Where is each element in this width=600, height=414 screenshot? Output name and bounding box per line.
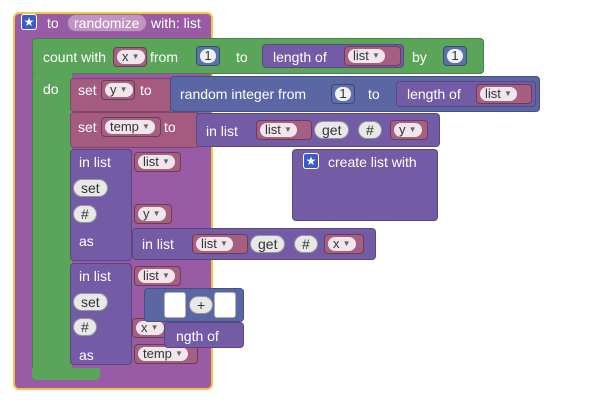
replace2-set-mode[interactable]: set: [73, 293, 108, 311]
replace1-list-dropdown[interactable]: list▼: [134, 152, 181, 172]
loop-bottom-bar: [32, 368, 100, 380]
to-label: to: [236, 49, 248, 65]
replace1-get-block[interactable]: [132, 228, 376, 260]
replace1-index-mode[interactable]: #: [73, 205, 97, 223]
set-y-to-label: to: [140, 82, 152, 98]
replace1-set-mode[interactable]: set: [73, 179, 108, 197]
list-get-index-dropdown[interactable]: y▼: [390, 120, 428, 140]
replace-block-1[interactable]: [70, 149, 132, 261]
replace2-length-of-label: ngth of: [176, 328, 219, 344]
count-with-block[interactable]: [32, 38, 484, 74]
dropdown-arrow-icon: ▼: [219, 239, 228, 248]
from-number-block[interactable]: 1: [196, 46, 220, 66]
procedure-params-label: with: list: [151, 15, 201, 31]
replace1-index-dropdown[interactable]: y▼: [134, 204, 172, 224]
replace1-get-mode[interactable]: get: [250, 235, 286, 253]
dropdown-arrow-icon: ▼: [161, 271, 170, 280]
replace2-as-label: as: [79, 347, 94, 363]
replace-block-2[interactable]: [70, 263, 132, 365]
by-label: by: [412, 49, 427, 65]
dropdown-arrow-icon: ▼: [141, 122, 150, 131]
dropdown-arrow-icon: ▼: [342, 239, 351, 248]
star-icon[interactable]: ★: [21, 14, 37, 30]
get-mode-dropdown[interactable]: get: [314, 121, 350, 139]
random-integer-label: random integer from: [180, 86, 307, 102]
random-to-label: to: [368, 86, 380, 102]
set-temp-var-dropdown[interactable]: temp▼: [101, 117, 161, 137]
list-get-list-dropdown[interactable]: list▼: [256, 120, 312, 140]
random-length-of-label: length of: [407, 86, 461, 102]
dropdown-arrow-icon: ▼: [119, 85, 128, 94]
index-mode-dropdown[interactable]: #: [358, 121, 382, 139]
procedure-to-label: to: [47, 15, 59, 31]
length-of-label: length of: [273, 49, 327, 65]
mutator-star-icon[interactable]: ★: [303, 153, 319, 169]
do-label: do: [43, 81, 59, 97]
loop-body-rail: [32, 73, 72, 379]
dropdown-arrow-icon: ▼: [161, 157, 170, 166]
list-get-in-list-label: in list: [206, 123, 238, 139]
set-temp-set-label: set: [78, 119, 97, 135]
length-list-dropdown[interactable]: list▼: [344, 46, 401, 66]
plus-operator-dropdown[interactable]: +: [189, 296, 214, 314]
replace1-as-label: as: [79, 233, 94, 249]
replace1-list2-dropdown[interactable]: list▼: [192, 234, 248, 254]
replace2-in-list-label: in list: [79, 268, 111, 284]
dropdown-arrow-icon: ▼: [503, 89, 512, 98]
dropdown-arrow-icon: ▼: [150, 323, 159, 332]
replace2-as-var-dropdown[interactable]: temp▼: [134, 344, 198, 364]
count-with-label: count with: [43, 49, 107, 65]
set-y-set-label: set: [78, 82, 97, 98]
replace2-list-dropdown[interactable]: list▼: [134, 266, 181, 286]
replace1-index2-dropdown[interactable]: x▼: [324, 234, 364, 254]
replace1-hash-mode[interactable]: #: [294, 235, 318, 253]
random-from-number[interactable]: 1: [331, 84, 355, 104]
dropdown-arrow-icon: ▼: [283, 125, 292, 134]
plus-left-slot[interactable]: [164, 292, 186, 318]
replace2-index-mode[interactable]: #: [73, 318, 97, 336]
dropdown-arrow-icon: ▼: [131, 52, 140, 61]
procedure-name-field[interactable]: randomize: [67, 14, 147, 32]
dropdown-arrow-icon: ▼: [408, 125, 417, 134]
create-list-label: create list with: [328, 154, 417, 170]
replace1-in-list-label: in list: [79, 154, 111, 170]
dropdown-arrow-icon: ▼: [152, 209, 161, 218]
plus-right-slot[interactable]: [214, 292, 236, 318]
loop-var-dropdown[interactable]: x▼: [113, 47, 147, 67]
from-label: from: [150, 49, 178, 65]
set-y-var-dropdown[interactable]: y▼: [101, 80, 135, 100]
dropdown-arrow-icon: ▼: [371, 51, 380, 60]
by-number-block[interactable]: 1: [443, 46, 467, 66]
dropdown-arrow-icon: ▼: [174, 349, 183, 358]
random-length-list-dropdown[interactable]: list▼: [476, 84, 532, 104]
set-temp-to-label: to: [164, 119, 176, 135]
replace2-length-of-fragment[interactable]: [164, 322, 244, 348]
replace1-in-list2-label: in list: [142, 236, 174, 252]
